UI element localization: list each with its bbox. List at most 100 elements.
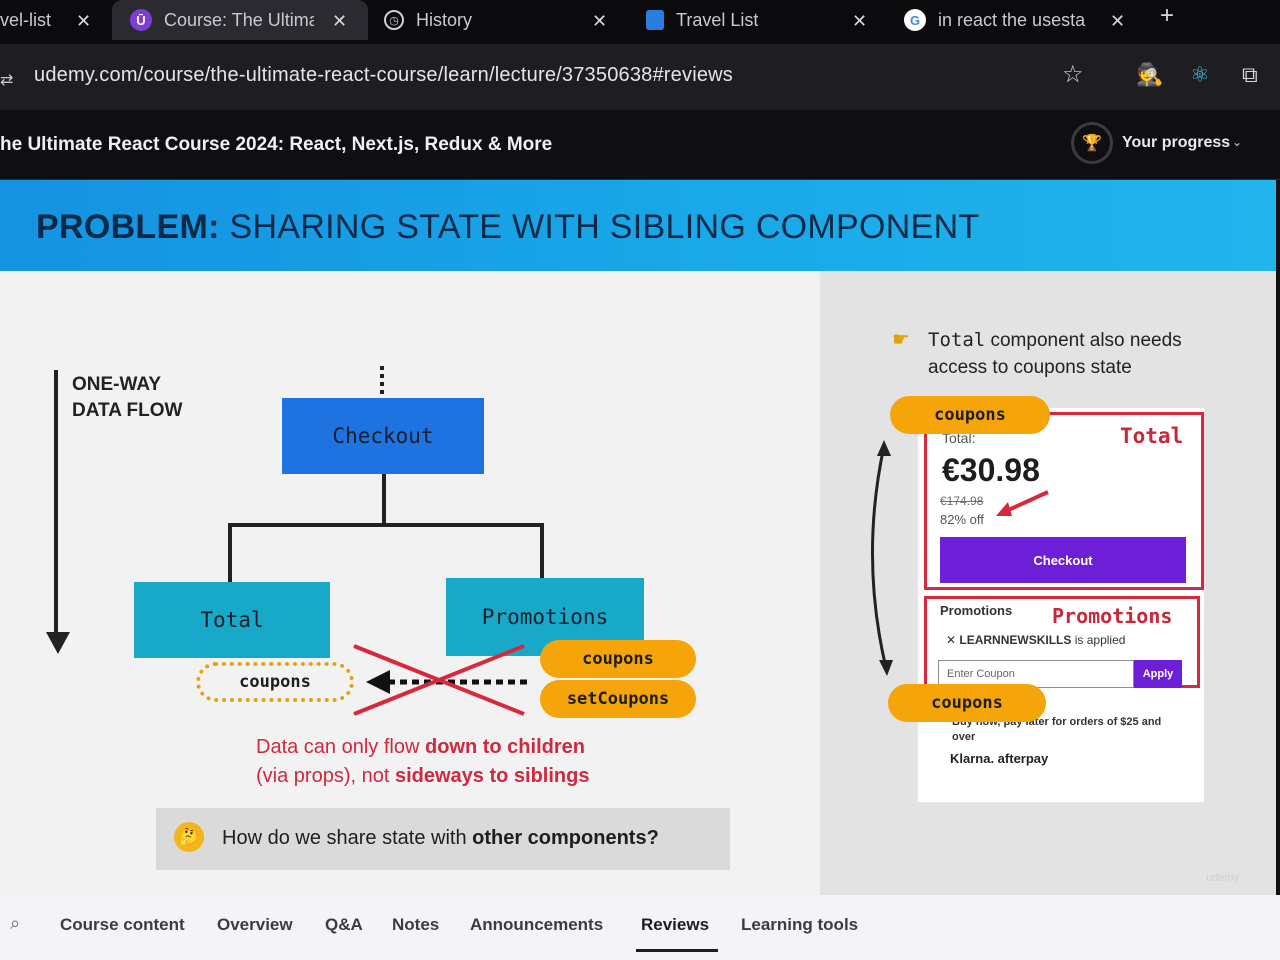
close-icon[interactable]: ✕ (1110, 11, 1126, 31)
tab-label: History (416, 9, 473, 30)
promotions-label: Promotions (940, 603, 1013, 618)
flow-caption: Data can only flow down to children (via… (256, 733, 589, 791)
side-note-rest: component also needs (985, 330, 1182, 351)
side-note-line1: Total component also needs (928, 327, 1248, 354)
react-devtools-icon[interactable]: ⚛ (1190, 62, 1210, 87)
active-tab-underline (636, 949, 718, 952)
red-arrow-icon (996, 490, 1049, 516)
tab-label: Course: The Ultimat (164, 9, 314, 30)
red-arrow-line (1003, 490, 1049, 514)
remove-coupon-icon: ✕ (946, 633, 960, 647)
extensions-puzzle-icon[interactable]: ⧉ (1242, 62, 1258, 87)
promotions-tag: Promotions (1052, 604, 1173, 628)
apply-button: Apply (1134, 660, 1182, 688)
dashed-arrow-head (366, 670, 390, 694)
tree-connector (382, 474, 386, 524)
tab-reviews[interactable]: Reviews (641, 915, 710, 934)
close-icon[interactable]: ✕ (592, 11, 608, 31)
course-header: he Ultimate React Course 2024: React, Ne… (0, 110, 1280, 180)
arrow-head-down (879, 660, 893, 676)
flow-label-line1: ONE-WAY (72, 374, 162, 395)
tab-learning-tools[interactable]: Learning tools (741, 915, 859, 934)
coupon-code: LEARNNEWSKILLS (959, 633, 1072, 647)
coupons-pill: coupons (540, 640, 696, 678)
thinking-face-icon: 🤔 (174, 822, 204, 852)
question-text: How do we share state with other compone… (222, 827, 659, 850)
search-icon[interactable]: ⌕ (10, 913, 21, 933)
tab-label: vel-list (0, 9, 52, 30)
blocked-sideways-flow (353, 644, 528, 716)
new-tab-icon[interactable]: + (1160, 2, 1175, 29)
caption-text: Data can only flow (256, 736, 425, 758)
side-note-text: Total component also needs access to cou… (928, 327, 1248, 381)
page-icon (646, 10, 664, 30)
slide-title: PROBLEM: SHARING STATE WITH SIBLING COMP… (36, 208, 980, 247)
tab-notes[interactable]: Notes (392, 915, 440, 934)
slide-title-bold: PROBLEM: (36, 208, 220, 246)
bookmark-star-icon[interactable]: ☆ (1062, 61, 1084, 88)
checkout-box: Checkout (282, 398, 484, 474)
arrow-head-up (877, 440, 891, 456)
site-settings-icon[interactable]: ⇄ (0, 72, 14, 89)
tab-history[interactable]: ◷ History ✕ (384, 0, 624, 40)
tab-qa[interactable]: Q&A (325, 915, 363, 934)
caption-line1: Data can only flow down to children (256, 733, 589, 762)
extension-spy-icon[interactable]: 🕵 (1136, 62, 1164, 87)
discount: 82% off (940, 512, 984, 527)
progress-button[interactable]: Your progress (1122, 134, 1231, 151)
browser-tab-bar: vel-list ✕ Ū Course: The Ultimat ✕ ◷ His… (0, 0, 1280, 44)
total-highlight-frame (924, 412, 1204, 590)
tab-course-content[interactable]: Course content (60, 915, 185, 934)
coupons-missing-pill: coupons (196, 662, 354, 702)
close-icon[interactable]: ✕ (332, 11, 348, 31)
trophy-icon[interactable]: 🏆 (1071, 122, 1113, 164)
course-title: he Ultimate React Course 2024: React, Ne… (0, 134, 553, 155)
tab-announcements[interactable]: Announcements (470, 915, 604, 934)
flow-arrow (54, 370, 58, 638)
flow-arrow-head (46, 632, 70, 654)
chevron-down-icon[interactable]: ⌄ (1232, 135, 1243, 149)
caption-emphasis: sideways to siblings (394, 765, 590, 787)
old-price: €174.98 (940, 494, 984, 508)
tab-travel-list[interactable]: Travel List ✕ (646, 0, 876, 40)
coupons-pill-top: coupons (890, 396, 1050, 434)
caption-emphasis: down to children (424, 736, 585, 758)
cart-card (918, 408, 1204, 802)
history-icon: ◷ (384, 10, 404, 30)
tab-travel-list-app[interactable]: vel-list ✕ (0, 0, 110, 40)
tree-connector (540, 523, 544, 579)
udemy-icon: Ū (130, 9, 152, 31)
caption-text: (via props), not (256, 765, 395, 787)
tab-google-search[interactable]: G in react the usesta ✕ (904, 0, 1134, 40)
coupons-pill-bottom: coupons (888, 684, 1046, 722)
video-slide[interactable]: PROBLEM: SHARING STATE WITH SIBLING COMP… (0, 180, 1276, 895)
tree-connector (228, 523, 232, 583)
lecture-tabs: ⌕ Course content Overview Q&A Notes Anno… (0, 895, 1280, 960)
caption-line2: (via props), not sideways to siblings (256, 762, 589, 791)
tab-label: Travel List (676, 9, 759, 30)
flow-label-line2: DATA FLOW (72, 400, 183, 421)
url-field[interactable]: udemy.com/course/the-ultimate-react-cour… (34, 64, 734, 86)
tab-overview[interactable]: Overview (217, 915, 293, 934)
tab-course[interactable]: Ū Course: The Ultimat ✕ (112, 0, 368, 40)
applied-coupon: ✕ LEARNNEWSKILLS is applied (946, 633, 1125, 647)
slide-banner: PROBLEM: SHARING STATE WITH SIBLING COMP… (0, 180, 1276, 271)
total-box: Total (134, 582, 330, 658)
flow-label: ONE-WAY DATA FLOW (72, 372, 182, 424)
close-icon[interactable]: ✕ (852, 11, 868, 31)
set-coupons-pill: setCoupons (540, 680, 696, 718)
tree-dotted-connector (380, 366, 384, 398)
udemy-watermark: udemy (1206, 872, 1240, 884)
close-icon[interactable]: ✕ (76, 11, 92, 31)
total-label: Total: (942, 430, 976, 446)
tab-label: in react the usesta (938, 9, 1086, 30)
google-icon: G (904, 9, 926, 31)
total-tag: Total (1120, 424, 1184, 448)
price: €30.98 (942, 452, 1040, 488)
question-text-a: How do we share state with (222, 827, 473, 849)
bnpl-brands: Klarna. afterpay (950, 751, 1049, 766)
question-box: 🤔 How do we share state with other compo… (156, 808, 730, 870)
coupon-applied-suffix: is applied (1071, 633, 1126, 647)
question-text-b: other components? (472, 827, 659, 849)
tree-connector (228, 523, 544, 527)
